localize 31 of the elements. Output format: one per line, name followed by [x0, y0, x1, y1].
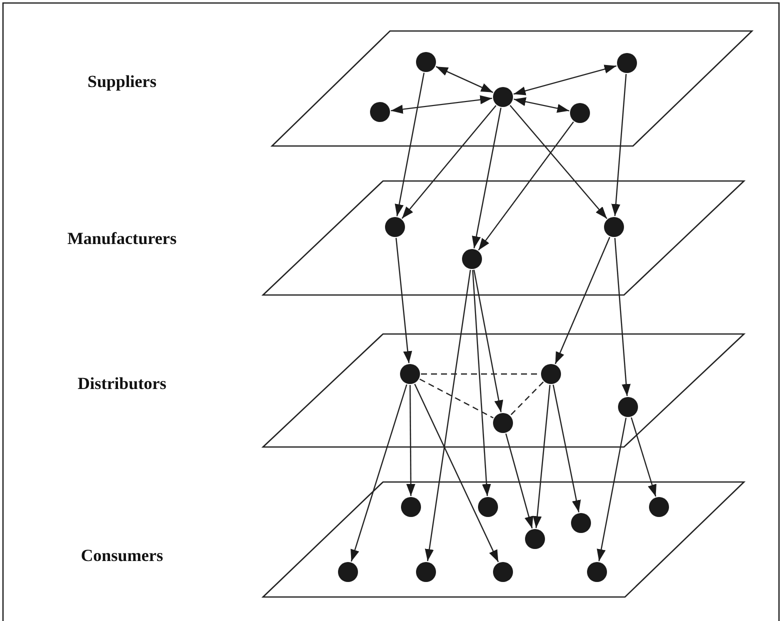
arrow	[402, 105, 496, 219]
arrow	[414, 384, 499, 562]
arrow	[532, 384, 550, 528]
arrow	[552, 384, 581, 512]
layer-label: Suppliers	[86, 72, 158, 92]
layer-label: Consumers	[80, 546, 164, 566]
layer-label: Distributors	[76, 374, 168, 394]
arrow	[406, 385, 416, 496]
arrow	[350, 384, 408, 562]
arrow	[390, 95, 492, 114]
connector-line	[419, 378, 494, 418]
arrow	[396, 238, 412, 364]
arrow	[614, 238, 631, 396]
connector-line	[510, 381, 544, 416]
arrow	[596, 418, 627, 562]
arrow	[394, 72, 425, 216]
arrow	[630, 417, 656, 497]
arrow	[424, 270, 471, 562]
layer-label: Manufacturers	[66, 229, 178, 249]
arrow	[472, 270, 492, 496]
arrow	[473, 270, 504, 412]
arrow	[436, 66, 494, 93]
arrow	[554, 236, 610, 364]
arrow	[513, 64, 617, 96]
arrow	[478, 121, 574, 251]
arrow	[514, 97, 570, 113]
connector-line	[421, 373, 540, 375]
arrow	[611, 74, 627, 216]
arrow	[472, 108, 502, 248]
arrow	[505, 433, 534, 529]
arrow	[510, 105, 608, 219]
